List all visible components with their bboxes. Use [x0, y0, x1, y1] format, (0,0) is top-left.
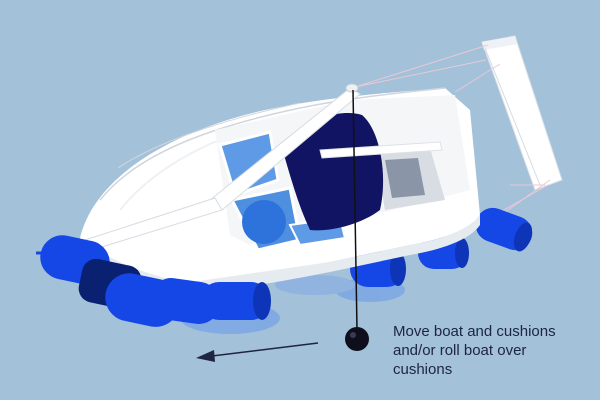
move-direction-arrow [196, 342, 319, 362]
rigging-lines [354, 44, 551, 231]
rear-cushions [350, 207, 533, 287]
caption-line-1: Move boat and cushions [393, 323, 556, 340]
plumb-line [345, 89, 369, 351]
instruction-caption: Move boat and cushions and/or roll boat … [393, 322, 593, 379]
front-cushions [36, 235, 271, 327]
boat-cabin [84, 83, 470, 252]
caption-line-2: and/or roll boat over [393, 342, 527, 359]
plumb-weight-icon [345, 327, 369, 351]
caption-line-3: cushions [393, 361, 453, 378]
boat-mast-panel [481, 35, 563, 191]
cabin-canopy [282, 113, 384, 231]
